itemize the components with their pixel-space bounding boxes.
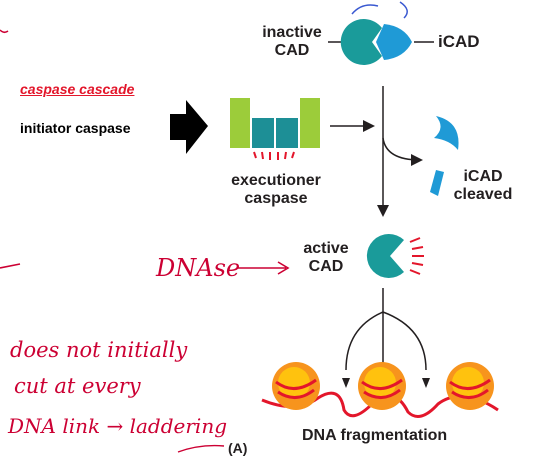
executioner-caspase-label: executioner caspase (222, 172, 330, 209)
icad-cleaved-line1: iCAD (463, 168, 503, 185)
nucleosome-2 (358, 362, 406, 410)
nucleosome-1 (272, 362, 320, 410)
nucleosome-3 (446, 362, 494, 410)
executioner-line1: executioner (231, 172, 321, 189)
inactive-cad-line2: CAD (274, 42, 310, 60)
active-cad-line2: CAD (308, 258, 344, 276)
fragmentation-fork (345, 288, 427, 371)
dnase-annotation: DNAse (156, 254, 241, 282)
icad-cleaved-fragment-bottom (430, 170, 444, 196)
active-cad-line1: active (303, 240, 349, 257)
note-line-1: does not initially (10, 338, 188, 362)
executioner-active-spikes (253, 151, 295, 160)
active-cad-label: active CAD (298, 240, 354, 277)
executioner-center-subunit-1 (252, 118, 274, 148)
caspase-cascade-label: caspase cascade (20, 81, 135, 97)
left-edge-mark (0, 29, 9, 34)
inactive-cad-label: inactive CAD (256, 24, 328, 61)
dnase-annotation-arrow (238, 261, 290, 275)
icad-bound-shape (376, 24, 412, 60)
icad-cleaved-line2: cleaved (453, 186, 513, 204)
note-underline (177, 444, 225, 453)
executioner-left-subunit (230, 98, 250, 148)
note-line-3: DNA link → laddering (8, 414, 228, 438)
dna-fragmentation-label: DNA fragmentation (302, 427, 448, 444)
initiator-caspase-label: initiator caspase (20, 120, 131, 136)
executioner-right-subunit (300, 98, 320, 148)
initiator-caspase-arrow (170, 100, 208, 154)
executioner-center-subunit-2 (276, 118, 298, 148)
icad-label: iCAD (438, 32, 480, 51)
panel-label: (A) (228, 440, 248, 456)
left-margin-mark (0, 263, 21, 269)
active-cad-shape (366, 234, 404, 278)
branch-to-cleaved-icad (382, 137, 423, 166)
executioner-line2: caspase (244, 190, 308, 208)
icad-cleaved-fragment-top (434, 116, 459, 150)
top-scribble (351, 1, 408, 19)
active-cad-spikes (409, 237, 424, 275)
note-line-2: cut at every (14, 374, 141, 398)
inactive-cad-shape (340, 19, 382, 66)
icad-cleaved-label: iCAD cleaved (448, 168, 518, 205)
inactive-cad-line1: inactive (262, 24, 322, 41)
